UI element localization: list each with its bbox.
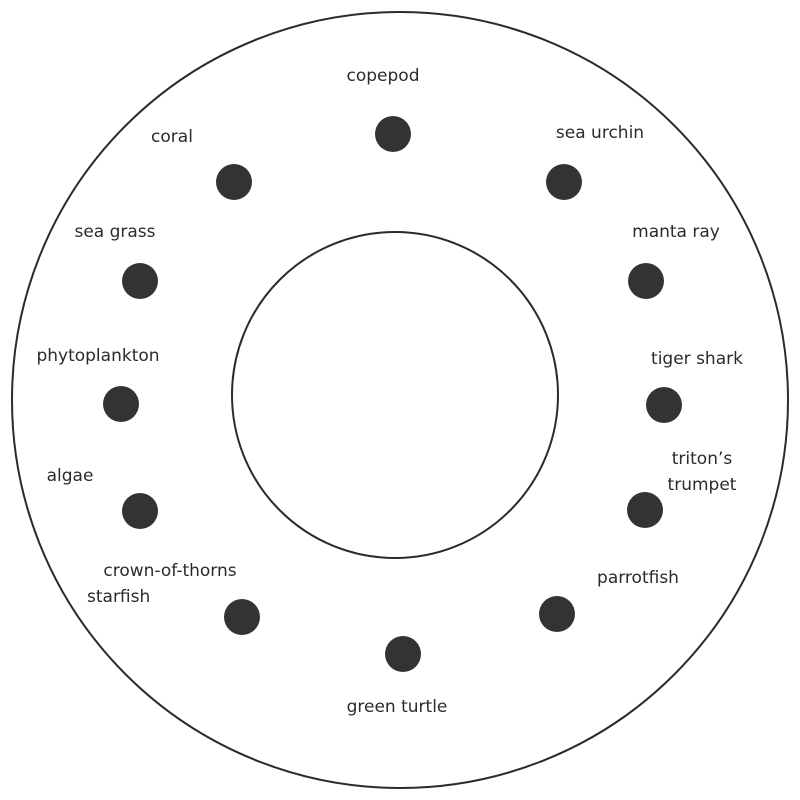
organism-label: trumpet: [668, 475, 737, 495]
node-tiger-shark: tiger shark: [646, 349, 743, 423]
organism-label: starfish: [87, 587, 150, 607]
organism-label: coral: [151, 127, 193, 147]
organism-dot: [539, 596, 575, 632]
organism-label: sea urchin: [556, 123, 644, 143]
node-tritons-trumpet: triton’s trumpet: [627, 449, 737, 528]
organism-dot: [216, 164, 252, 200]
node-phytoplankton: phytoplankton: [36, 346, 160, 422]
organism-dot: [385, 636, 421, 672]
organism-dot: [546, 164, 582, 200]
organism-label: parrotfish: [597, 568, 679, 588]
node-sea-urchin: sea urchin: [546, 123, 644, 200]
organism-dot: [103, 386, 139, 422]
node-algae: algae: [47, 466, 158, 529]
node-green-turtle: green turtle: [347, 636, 448, 717]
organism-dot: [375, 116, 411, 152]
organism-label: copepod: [347, 66, 420, 86]
inner-circle: [231, 231, 559, 559]
organism-label: tiger shark: [651, 349, 743, 369]
organism-label: triton’s: [672, 449, 733, 469]
node-sea-grass: sea grass: [74, 222, 158, 299]
organism-label: manta ray: [632, 222, 720, 242]
organism-dot: [646, 387, 682, 423]
organism-label: crown-of-thorns: [103, 561, 236, 581]
node-crown-of-thorns-starfish: crown-of-thorns starfish: [87, 561, 260, 635]
node-parrotfish: parrotfish: [539, 568, 679, 632]
outer-circle: [11, 11, 789, 789]
organism-dot: [122, 263, 158, 299]
organism-dot: [628, 263, 664, 299]
node-copepod: copepod: [347, 66, 420, 152]
organism-label: algae: [47, 466, 94, 486]
node-coral: coral: [151, 127, 252, 200]
organism-label: green turtle: [347, 697, 448, 717]
organism-dot: [224, 599, 260, 635]
node-manta-ray: manta ray: [628, 222, 720, 299]
organism-dot: [122, 493, 158, 529]
organism-label: sea grass: [74, 222, 155, 242]
organism-dot: [627, 492, 663, 528]
organism-label: phytoplankton: [36, 346, 159, 366]
